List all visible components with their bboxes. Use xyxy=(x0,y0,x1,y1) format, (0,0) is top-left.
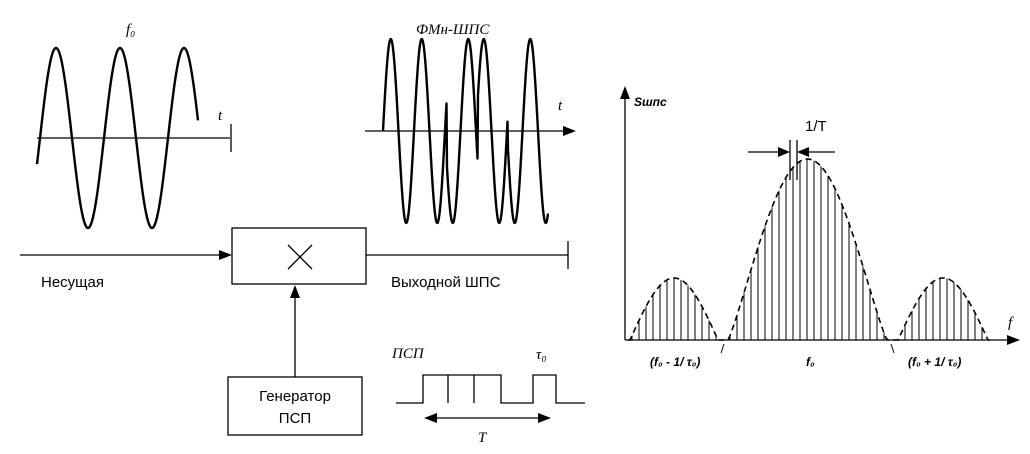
generator-block xyxy=(227,376,363,436)
spectrum-y-label: Sшпс xyxy=(634,95,667,109)
left-null-tick xyxy=(720,343,725,354)
spectral-lines xyxy=(631,159,983,340)
right-null-label: (f₀ + 1/ τ₀) xyxy=(908,355,961,369)
mixer-cross-line-2 xyxy=(287,244,313,270)
prs-chip-duration-label: τ₀ xyxy=(536,347,547,363)
generator-label-line2: ПСП xyxy=(279,410,311,427)
generator-feed-arrow xyxy=(290,285,300,298)
prs-period-label: T xyxy=(478,430,488,446)
carrier-sine-wave xyxy=(35,46,200,230)
spectrum-envelope xyxy=(628,158,990,341)
prs-period-arrow-right xyxy=(538,413,551,423)
spectrum-x-label: f xyxy=(1008,315,1014,331)
output-axis-arrow xyxy=(563,126,576,136)
psk-signal-wave xyxy=(381,37,550,225)
carrier-input-arrow xyxy=(219,250,232,260)
block-diagram: Несущая Выходной ШПС Генератор ПСП xyxy=(20,227,569,436)
output-signal-title: ФМн-ШПС xyxy=(416,22,490,38)
center-frequency-label: f₀ xyxy=(806,355,815,369)
prs-label: ПСП xyxy=(391,346,425,362)
spacing-arrow-right xyxy=(797,147,809,157)
spacing-arrow-left xyxy=(778,147,790,157)
output-time-label: t xyxy=(558,98,563,114)
line-spacing-label: 1/T xyxy=(805,118,827,135)
right-null-tick xyxy=(890,343,895,354)
carrier-wave-plot: f₀ t xyxy=(35,22,232,230)
output-wave-plot: ФМн-ШПС t xyxy=(365,22,576,225)
carrier-time-label: t xyxy=(218,108,223,124)
prs-period-arrow-left xyxy=(424,413,437,423)
spectrum-plot: Sшпс f 1/T f₀ (f₀ - 1/ τ₀) (f₀ + 1/ τ₀) xyxy=(620,86,1020,369)
output-signal-label: Выходной ШПС xyxy=(391,274,501,291)
spectrum-y-axis-arrow xyxy=(620,86,630,99)
prs-pulse-train xyxy=(396,374,585,404)
spectrum-x-axis-arrow xyxy=(1007,335,1020,345)
carrier-frequency-label: f₀ xyxy=(126,22,135,38)
mixer-block xyxy=(231,227,367,285)
generator-label-line1: Генератор xyxy=(259,388,331,405)
prs-sequence: ПСП τ₀ T xyxy=(391,346,585,446)
left-null-label: (f₀ - 1/ τ₀) xyxy=(650,355,700,369)
carrier-input-label: Несущая xyxy=(41,274,104,291)
